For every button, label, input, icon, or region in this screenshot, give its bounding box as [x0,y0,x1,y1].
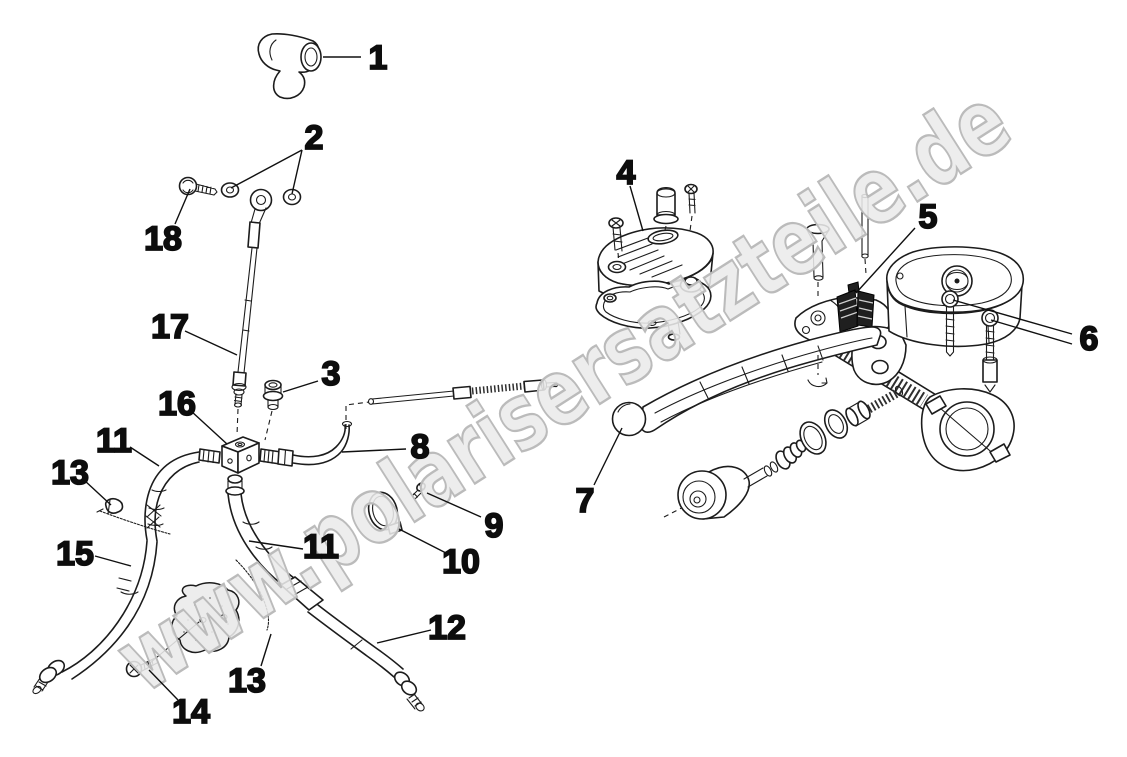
callout-leader-2 [291,149,303,195]
callout-label-14: 14 [172,693,210,731]
callout-label-15: 15 [56,535,94,573]
piston-kit-drawing [663,355,904,520]
callout-label-1: 1 [369,39,388,77]
callout-leader-7 [593,427,623,486]
part6-screws-drawing [941,290,999,393]
part5-switch-drawing [836,281,875,333]
callout-leader-13 [260,633,272,667]
callout-label-6: 6 [1080,320,1099,358]
bracket-pad-drawing [149,582,240,664]
callout-leader-14 [148,669,179,701]
callout-label-17: 17 [151,308,189,346]
callout-leader-6 [990,319,1073,345]
callout-leader-18 [174,188,191,225]
part18-screw-drawing [178,176,218,196]
callout-label-12: 12 [428,609,466,647]
cover-gasket-drawing [595,276,712,341]
callout-leader-11 [129,446,160,467]
part17-rod-drawing [231,221,261,436]
callout-label-2: 2 [305,119,324,157]
callout-leader-8 [341,448,407,453]
reservoir-body-drawing [886,246,1025,348]
part2-washers-drawing [220,182,302,225]
callout-label-18: 18 [144,220,182,258]
callout-label-10: 10 [442,543,480,581]
callout-label-4: 4 [617,154,636,192]
callout-label-3: 3 [322,355,341,393]
part13a-clamp-drawing [96,498,124,515]
callout-label-13: 13 [228,662,266,700]
callout-leader-10 [398,528,447,554]
callout-leader-5 [855,227,916,294]
part11a-hose-drawing [144,448,221,542]
callout-label-11: 11 [96,422,132,460]
part1-boot-drawing [257,33,322,100]
callout-leader-2 [230,149,303,189]
callout-label-11: 11 [303,528,339,566]
callout-label-7: 7 [576,482,595,520]
callout-label-5: 5 [919,198,938,236]
cable-drawing [99,510,270,631]
part8-hose-drawing [259,420,353,467]
pivot-pins-drawing [806,193,869,296]
callout-leader-12 [376,629,432,644]
part9-screw-drawing [411,482,426,500]
callout-leader-6 [952,299,1073,335]
callout-label-13: 13 [51,454,89,492]
callout-leader-3 [282,380,319,393]
callout-label-16: 16 [158,385,196,423]
callout-leader-15 [94,555,132,567]
callout-leader-16 [190,410,228,445]
part16-junction-block-drawing [221,436,260,474]
callout-label-9: 9 [485,507,504,545]
callout-leader-4 [629,185,644,232]
callout-leader-17 [184,330,238,356]
part15-hose-drawing [32,540,158,695]
part12-hose-drawing [307,604,425,712]
callout-leader-9 [426,492,482,518]
part14-screw-drawing [125,657,158,678]
part11b-hose-drawing [225,474,324,611]
push-rod-drawing [345,379,559,429]
callout-label-8: 8 [411,428,430,466]
callout-leader-11 [248,540,304,550]
part3-fitting-drawing [262,379,284,441]
clamp-drawing [920,388,1015,472]
part7-lever-drawing [611,326,882,437]
callout-leader-13 [83,479,112,506]
